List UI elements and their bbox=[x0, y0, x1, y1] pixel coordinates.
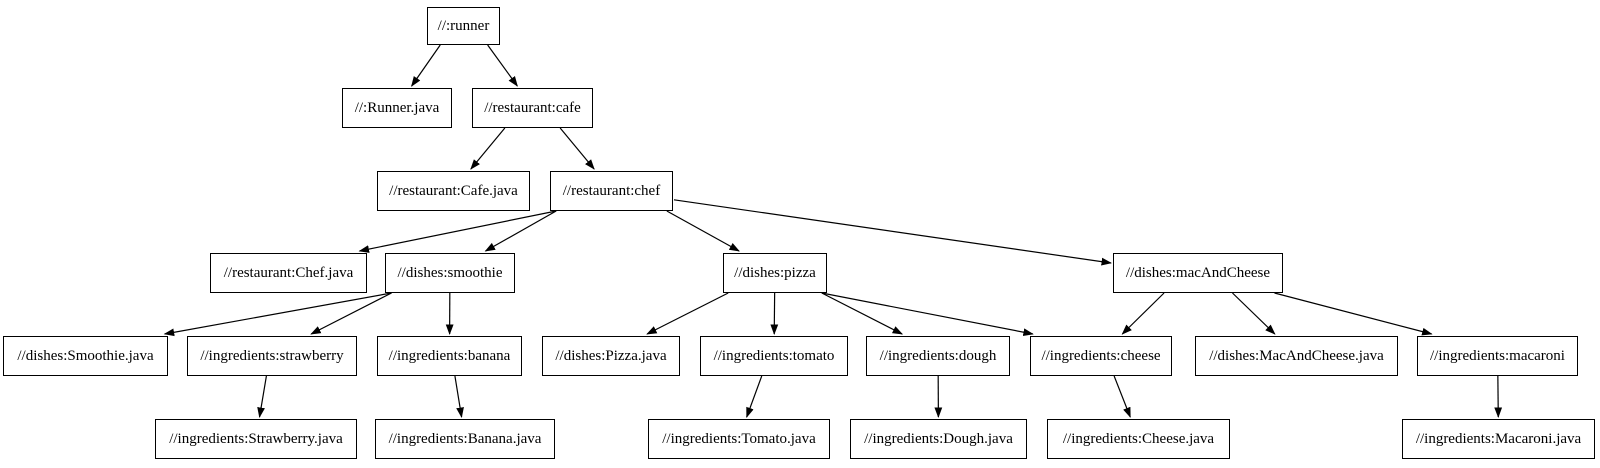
graph-node-cheese_java: //ingredients:Cheese.java bbox=[1047, 419, 1230, 459]
edge-banana-to-banana_java bbox=[454, 375, 464, 418]
graph-node-cheese: //ingredients:cheese bbox=[1030, 336, 1172, 376]
edge-cafe-to-cafe_java bbox=[470, 127, 506, 170]
edge-macandcheese-to-macandcheese_java bbox=[1232, 292, 1276, 335]
edge-chef-to-smoothie bbox=[484, 210, 557, 252]
graph-node-runner_java: //:Runner.java bbox=[342, 88, 452, 128]
edge-cafe-to-chef bbox=[559, 127, 595, 170]
graph-node-strawberry_java: //ingredients:Strawberry.java bbox=[155, 419, 357, 459]
graph-node-macandcheese_java: //dishes:MacAndCheese.java bbox=[1195, 336, 1398, 376]
graph-node-pizza: //dishes:pizza bbox=[723, 253, 827, 293]
edge-strawberry-to-strawberry_java bbox=[257, 375, 267, 418]
edge-macandcheese-to-macaroni bbox=[1274, 292, 1433, 336]
edge-tomato-to-tomato_java bbox=[746, 375, 763, 418]
edge-pizza-to-cheese bbox=[821, 292, 1034, 337]
graph-node-chef: //restaurant:chef bbox=[550, 171, 673, 211]
graph-node-tomato_java: //ingredients:Tomato.java bbox=[648, 419, 830, 459]
graph-node-smoothie: //dishes:smoothie bbox=[385, 253, 515, 293]
graph-node-pizza_java: //dishes:Pizza.java bbox=[542, 336, 680, 376]
graph-node-macaroni_java: //ingredients:Macaroni.java bbox=[1402, 419, 1595, 459]
graph-node-cafe: //restaurant:cafe bbox=[472, 88, 593, 128]
edge-chef-to-pizza bbox=[666, 210, 740, 252]
graph-node-macandcheese: //dishes:macAndCheese bbox=[1113, 253, 1283, 293]
edge-smoothie-to-smoothie_java bbox=[163, 292, 392, 337]
edge-chef-to-macandcheese bbox=[673, 199, 1112, 266]
graph-node-dough_java: //ingredients:Dough.java bbox=[850, 419, 1027, 459]
edge-cheese-to-cheese_java bbox=[1113, 375, 1131, 418]
graph-node-strawberry: //ingredients:strawberry bbox=[187, 336, 357, 376]
edge-chef-to-chef_java bbox=[358, 210, 557, 253]
graph-node-smoothie_java: //dishes:Smoothie.java bbox=[3, 336, 168, 376]
graph-node-runner: //:runner bbox=[427, 7, 500, 45]
graph-node-dough: //ingredients:dough bbox=[866, 336, 1010, 376]
graph-node-cafe_java: //restaurant:Cafe.java bbox=[377, 171, 530, 211]
edge-macandcheese-to-cheese bbox=[1121, 292, 1165, 335]
graph-node-banana_java: //ingredients:Banana.java bbox=[375, 419, 555, 459]
graph-node-chef_java: //restaurant:Chef.java bbox=[210, 253, 367, 293]
graph-node-macaroni: //ingredients:macaroni bbox=[1417, 336, 1578, 376]
edge-smoothie-to-strawberry bbox=[310, 292, 392, 335]
graph-node-banana: //ingredients:banana bbox=[377, 336, 522, 376]
edge-pizza-to-pizza_java bbox=[646, 292, 729, 335]
edge-runner-to-runner_java bbox=[411, 44, 441, 87]
graph-node-tomato: //ingredients:tomato bbox=[700, 336, 848, 376]
edge-pizza-to-dough bbox=[821, 292, 904, 335]
edge-runner-to-cafe bbox=[487, 44, 518, 87]
